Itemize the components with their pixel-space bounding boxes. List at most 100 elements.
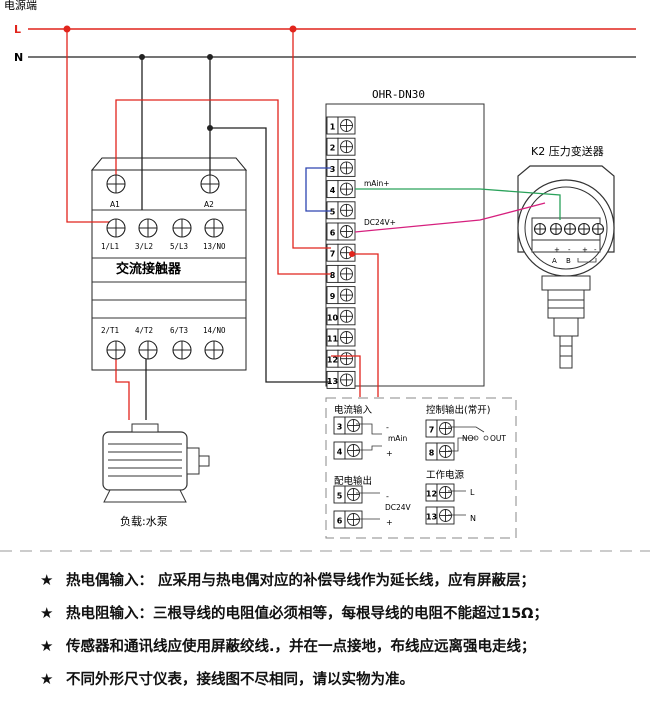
controller-terminal-7: 7 xyxy=(326,243,356,262)
note-text: 不同外形尺寸仪表，接线图不尽相同，请以实物为准。 xyxy=(66,672,414,688)
tx-sign-1: + xyxy=(554,246,560,254)
controller-terminal-12: 12 xyxy=(326,349,356,368)
legend-po-minus: - xyxy=(386,492,389,501)
legend-ci-label: mAin xyxy=(388,434,408,443)
screw-top-3-icon xyxy=(172,218,192,238)
legend-wp-l: L xyxy=(470,488,475,497)
controller-terminal-9-number: 9 xyxy=(330,292,336,301)
controller-terminal-8-number: 8 xyxy=(330,271,336,280)
controller-terminal-3: 3 xyxy=(326,158,356,177)
transmitter-title: K2 压力变送器 xyxy=(531,144,604,158)
label-mAin: mAin+ xyxy=(364,179,390,188)
controller-terminal-11: 11 xyxy=(326,328,356,347)
power-title: 电源端 xyxy=(4,0,37,12)
legend-working-title: 工作电源 xyxy=(426,469,465,481)
junction-a2 xyxy=(207,125,213,131)
controller-terminal-9: 9 xyxy=(326,286,356,305)
contactor: 交流接触器 xyxy=(90,157,248,371)
note-item: ★ 不同外形尺寸仪表，接线图不尽相同，请以实物为准。 xyxy=(40,667,640,690)
label-1l1: 1/L1 xyxy=(101,242,119,251)
notes-list: ★ 热电偶输入： 应采用与热电偶对应的补偿导线作为延长线，应有屏蔽层； ★ 热电阻输… xyxy=(40,568,640,700)
legend-term-ci-1-number: 3 xyxy=(337,423,343,432)
note-item: ★ 热电偶输入： 应采用与热电偶对应的补偿导线作为延长线，应有屏蔽层； xyxy=(40,568,640,591)
screw-top-4-icon xyxy=(204,218,224,238)
line-n-label: N xyxy=(14,51,23,64)
tx-sign-2: - xyxy=(568,246,571,254)
label-3l2: 3/L2 xyxy=(135,242,153,251)
controller-model: OHR-DN30 xyxy=(372,88,425,101)
transmitter-screw-5-icon xyxy=(591,222,605,236)
label-5l3: 5/L3 xyxy=(170,242,188,251)
contactor-name: 交流接触器 xyxy=(116,261,182,277)
legend-term-wp-2-number: 13 xyxy=(426,513,437,522)
legend-term-co-2: 8 xyxy=(425,442,455,461)
controller-terminal-1: 1 xyxy=(326,116,356,135)
legend-ci-plus: + xyxy=(386,449,393,458)
legend-term-co-2-number: 8 xyxy=(429,449,435,458)
screw-bottom-2-icon xyxy=(138,340,158,360)
controller-terminal-13-number: 13 xyxy=(327,377,338,386)
controller-terminal-5-number: 5 xyxy=(330,207,336,216)
transmitter-screw-3-icon xyxy=(563,222,577,236)
transmitter-screw-1-icon xyxy=(533,222,547,236)
legend-term-po-2-number: 6 xyxy=(337,517,343,526)
label-dc24v: DC24V+ xyxy=(364,218,396,227)
tx-letter-a: A xyxy=(552,257,557,265)
screw-bottom-4-icon xyxy=(204,340,224,360)
screw-top-1-icon xyxy=(106,218,126,238)
controller-terminal-8: 8 xyxy=(326,264,356,283)
legend-term-po-1: 5 xyxy=(333,485,363,504)
note-item: ★传感器和通讯线应使用屏蔽绞线.，并在一点接地，布线应远离强电走线； xyxy=(40,634,640,657)
note-text: 热电阻输入：三根导线的电阻值必须相等，每根导线的电阻不能超过15Ω； xyxy=(66,606,549,622)
note-text: 传感器和通讯线应使用屏蔽绞线.，并在一点接地，布线应远离强电走线； xyxy=(66,639,536,655)
tx-sign-3: + xyxy=(582,246,588,254)
controller-terminal-2-number: 2 xyxy=(330,144,336,153)
legend-po-label: DC24V xyxy=(385,503,412,512)
legend-term-co-1-number: 7 xyxy=(429,426,435,435)
contactor-terminals xyxy=(106,174,224,360)
pressure-transmitter: K2 压力变送器 + - + - A B xyxy=(517,144,615,369)
label-2t1: 2/T1 xyxy=(101,326,119,335)
controller-terminal-6-number: 6 xyxy=(330,229,336,238)
legend-term-wp-2: 13 xyxy=(425,506,455,525)
controller-terminal-4: 4 xyxy=(326,180,356,199)
star-icon: ★ xyxy=(40,669,54,688)
legend-term-wp-1: 12 xyxy=(425,483,455,502)
star-icon: ★ xyxy=(40,570,54,589)
controller-terminal-10-number: 10 xyxy=(327,313,339,322)
legend-term-co-1: 7 xyxy=(425,419,455,438)
star-icon: ★ xyxy=(40,603,54,622)
controller-terminal-12-number: 12 xyxy=(327,356,338,365)
controller-terminal-11-number: 11 xyxy=(327,335,339,344)
screw-bottom-3-icon xyxy=(172,340,192,360)
motor: 负载:水泵 xyxy=(102,423,210,528)
legend-term-ci-2: 4 xyxy=(333,441,363,460)
screw-bottom-1-icon xyxy=(106,340,126,360)
controller-terminal-10: 10 xyxy=(326,307,356,326)
legend-co-out: OUT xyxy=(490,434,506,443)
note-text: 热电偶输入： 应采用与热电偶对应的补偿导线作为延长线，应有屏蔽层； xyxy=(66,573,536,589)
controller-terminal-4-number: 4 xyxy=(330,186,336,195)
legend-wp-n: N xyxy=(470,514,476,523)
legend-po-plus: + xyxy=(386,518,393,527)
wiring-diagram: 电源端 L N 交流接触器 OHR-DN30 12345678910111213… xyxy=(0,0,650,552)
legend-term-po-1-number: 5 xyxy=(337,492,343,501)
label-a1: A1 xyxy=(110,200,120,209)
label-4t2: 4/T2 xyxy=(135,326,153,335)
legend-ci-minus: - xyxy=(386,423,389,432)
label-14no: 14/NO xyxy=(203,326,226,335)
screw-a2-icon xyxy=(200,174,220,194)
screw-a1-icon xyxy=(106,174,126,194)
legend-term-ci-2-number: 4 xyxy=(337,448,343,457)
controller-terminal-3-number: 3 xyxy=(330,165,336,174)
controller-terminal-6: 6 xyxy=(326,222,356,241)
transmitter-screw-2-icon xyxy=(549,222,563,236)
controller-terminal-1-number: 1 xyxy=(330,123,336,132)
legend-term-ci-1: 3 xyxy=(333,416,363,435)
tx-sign-4: - xyxy=(594,246,597,254)
legend-power-title: 配电输出 xyxy=(334,475,372,487)
screw-top-2-icon xyxy=(138,218,158,238)
line-l-label: L xyxy=(14,23,21,36)
